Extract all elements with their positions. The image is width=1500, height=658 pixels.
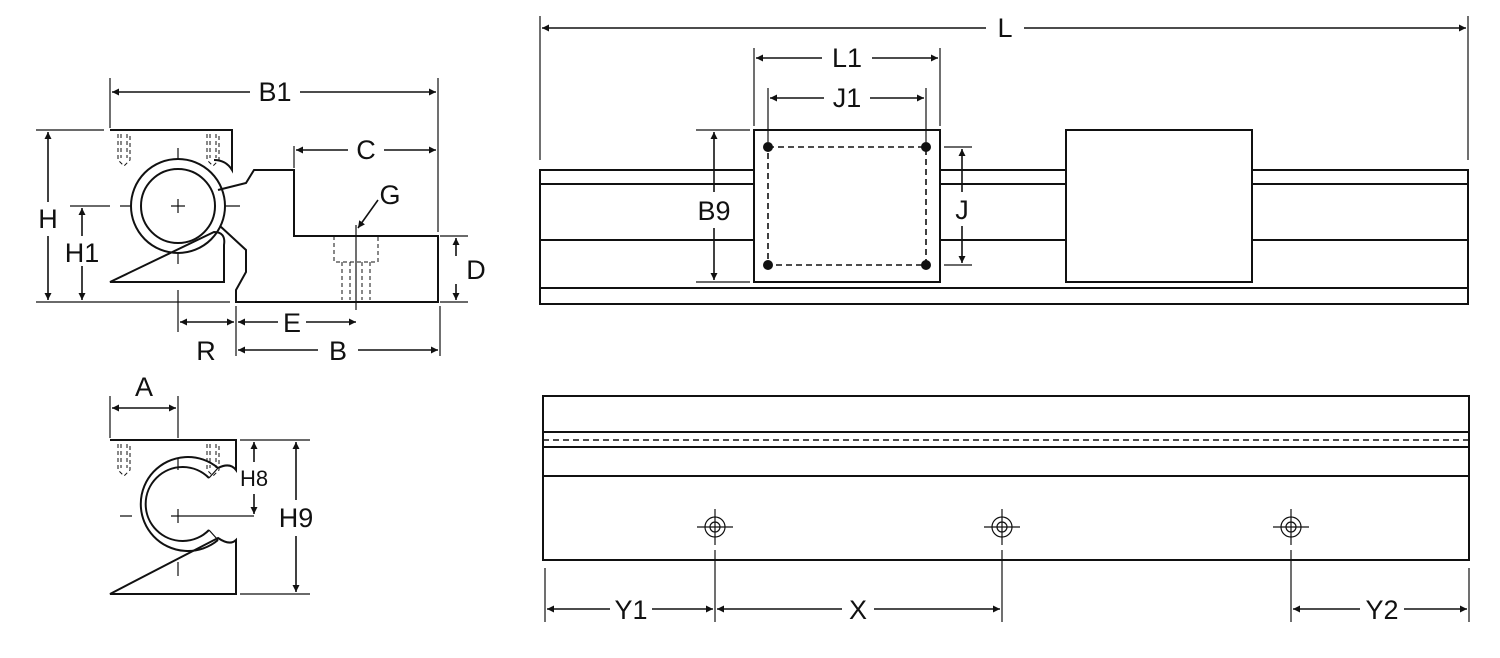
- mount-hole-top-right: [921, 142, 931, 152]
- label-b1: B1: [258, 77, 291, 107]
- top-view-carriage-left: [753, 129, 941, 283]
- top-view-mounting-pattern: [767, 146, 927, 266]
- label-l1: L1: [832, 43, 862, 73]
- label-a: A: [135, 372, 153, 402]
- end-view-rail-support: [217, 169, 439, 303]
- mount-hole-bottom-right: [921, 260, 931, 270]
- side-view-hole-1: [697, 509, 733, 545]
- open-bearing-inner-arc: [144, 466, 210, 542]
- end-view-screw-hole-left: [117, 134, 131, 167]
- side-view-hole-3: [1273, 509, 1309, 545]
- label-j1: J1: [833, 83, 862, 113]
- end-view-extension-lines: [36, 78, 468, 356]
- label-x: X: [849, 595, 867, 625]
- label-b: B: [329, 336, 347, 366]
- top-view-carriage-right: [1065, 129, 1253, 283]
- end-view-centerline-ticks: [120, 148, 240, 264]
- label-h9: H9: [279, 503, 314, 533]
- label-j: J: [955, 195, 969, 225]
- label-b9: B9: [697, 196, 730, 226]
- end-view-screw-hole-right: [206, 134, 220, 167]
- open-bearing-housing: [109, 439, 237, 595]
- label-l: L: [997, 13, 1012, 43]
- open-bearing-lip-top: [208, 467, 219, 479]
- mount-hole-bottom-left: [763, 260, 773, 270]
- side-view-hole-2: [984, 509, 1020, 545]
- top-view-extension-lines: [539, 16, 1469, 283]
- label-g: G: [379, 180, 400, 210]
- side-view-rail-body: [542, 395, 1470, 561]
- label-h8: H8: [240, 466, 268, 491]
- label-h: H: [38, 204, 58, 234]
- leader-g: [357, 199, 379, 229]
- label-y1: Y1: [614, 595, 647, 625]
- top-view-rail: [539, 169, 1469, 305]
- side-view-rail: Y1 X Y2: [542, 395, 1470, 625]
- open-bearing-screw-hole-left: [117, 444, 131, 477]
- end-view-bearing-inner: [140, 168, 216, 244]
- open-bearing-outer-arc: [139, 456, 219, 552]
- label-r: R: [196, 336, 216, 366]
- open-bearing-lip-bottom: [208, 529, 219, 541]
- label-e: E: [283, 308, 301, 338]
- open-bearing-view: A H8 H9: [109, 372, 314, 595]
- open-bearing-extension-lines: [109, 396, 310, 595]
- label-y2: Y2: [1365, 595, 1398, 625]
- open-bearing-center-mark: [120, 458, 254, 576]
- end-view-center-mark: [171, 199, 185, 213]
- mount-hole-top-left: [763, 142, 773, 152]
- top-view-assembly: L L1 J1 B9 J: [539, 13, 1469, 305]
- label-c: C: [356, 135, 376, 165]
- label-d: D: [466, 255, 486, 285]
- label-h1: H1: [65, 238, 100, 268]
- side-view-extension-lines: [544, 550, 1470, 622]
- end-view-assembly: B1 C G H H1 D R E B: [36, 77, 486, 366]
- open-bearing-screw-hole-right: [206, 444, 220, 477]
- top-view-carriage-left-fill: [754, 130, 940, 282]
